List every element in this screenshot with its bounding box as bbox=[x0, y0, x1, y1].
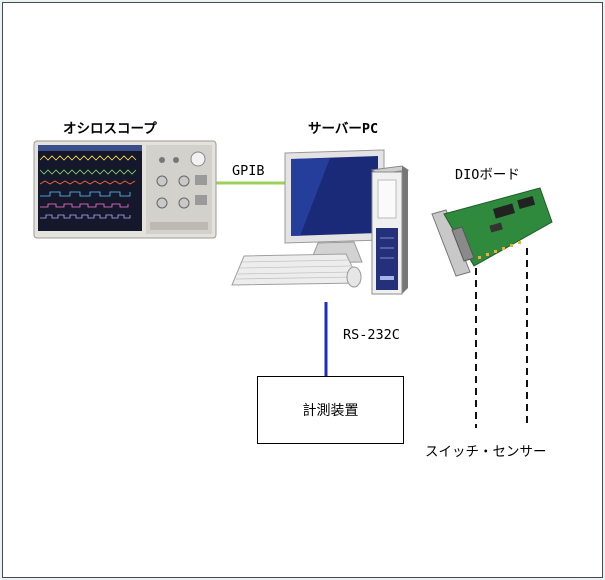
server-pc-label: サーバーPC bbox=[308, 121, 379, 137]
gpib-label: GPIB bbox=[232, 163, 265, 179]
rs232c-label: RS-232C bbox=[343, 327, 400, 343]
measurement-device-label: 計測装置 bbox=[302, 403, 359, 419]
measurement-device-box: 計測装置 bbox=[257, 376, 404, 444]
switch-sensor-label: スイッチ・センサー bbox=[425, 444, 547, 460]
pci-card-icon bbox=[431, 187, 553, 277]
oscilloscope-icon bbox=[33, 140, 217, 239]
dio-board-label: DIOボード bbox=[455, 167, 520, 183]
oscilloscope-label: オシロスコープ bbox=[63, 121, 157, 137]
desktop-pc-icon bbox=[231, 149, 410, 295]
